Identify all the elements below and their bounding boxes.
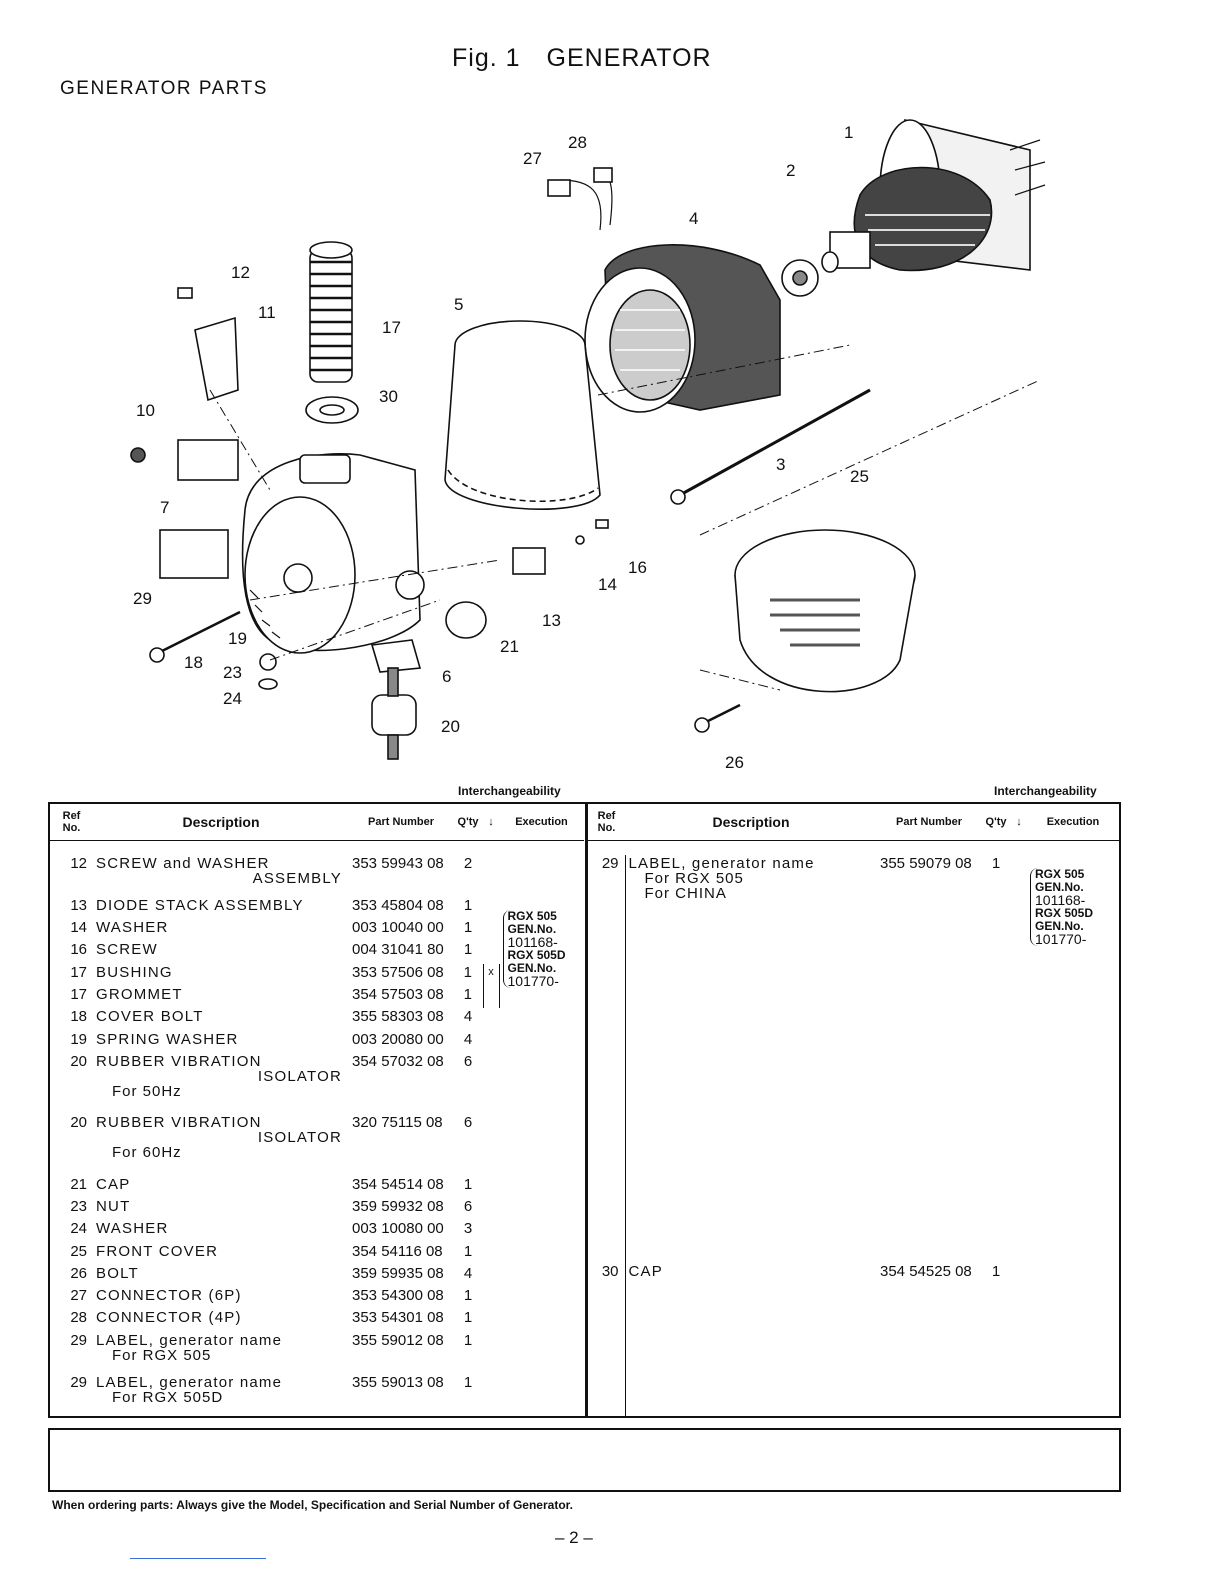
callout-20: 20 bbox=[441, 717, 460, 736]
callout-19: 19 bbox=[228, 629, 247, 648]
table-row: 14 WASHER 003 10040 00 1 bbox=[70, 919, 473, 937]
interchange-mark-header: ↓ bbox=[483, 803, 499, 841]
execution-header: Execution bbox=[1027, 803, 1120, 841]
table-row: 16 SCREW 004 31041 80 1 bbox=[70, 941, 473, 959]
page-number: – 2 – bbox=[555, 1528, 593, 1547]
figure-label: Fig. 1 bbox=[452, 44, 521, 72]
divider-line bbox=[130, 1558, 266, 1559]
callout-23: 23 bbox=[223, 663, 242, 682]
callout-12: 12 bbox=[231, 263, 250, 282]
exploded-view-diagram: 1 2 3 4 5 6 7 10 11 12 13 14 16 17 18 19… bbox=[130, 118, 1046, 772]
callout-25: 25 bbox=[850, 467, 869, 486]
execution-note-left: RGX 505 GEN.No. 101168- RGX 505D GEN.No.… bbox=[502, 909, 582, 988]
table-row: 23 NUT 359 59932 08 6 bbox=[70, 1198, 473, 1216]
ref-no-header: Ref No. bbox=[587, 803, 625, 841]
table-row: 18 COVER BOLT 355 58303 08 4 bbox=[70, 1008, 473, 1026]
ref-no-header: Ref No. bbox=[49, 803, 93, 841]
interchangeability-heading-left: Interchangeability bbox=[458, 784, 561, 798]
callout-3: 3 bbox=[776, 455, 785, 474]
table-row: 26 BOLT 359 59935 08 4 bbox=[70, 1264, 473, 1282]
table-row: 17 BUSHING 353 57506 08 1 x bbox=[49, 963, 586, 1009]
front-cover-drawing bbox=[734, 529, 916, 693]
callout-labels: 1 2 3 4 5 6 7 10 11 12 13 14 16 17 18 19… bbox=[133, 123, 869, 772]
stator-drawing bbox=[559, 169, 781, 413]
parts-table-left: Ref No. Description Part Number Q'ty ↓ E… bbox=[48, 802, 587, 1418]
execution-note-right: RGX 505 GEN.No. 101168- RGX 505D GEN.No.… bbox=[1030, 868, 1116, 946]
callout-26: 26 bbox=[725, 753, 744, 772]
qty-header: Q'ty bbox=[981, 803, 1011, 841]
callout-24: 24 bbox=[223, 689, 242, 708]
callout-30: 30 bbox=[379, 387, 398, 406]
callout-17: 17 bbox=[382, 318, 401, 337]
ordering-note: When ordering parts: Always give the Mod… bbox=[52, 1498, 573, 1512]
table-row: 24 WASHER 003 10080 00 3 bbox=[70, 1220, 473, 1238]
description-header: Description bbox=[625, 803, 877, 841]
rear-housing-drawing bbox=[241, 453, 425, 654]
interchangeability-heading-right: Interchangeability bbox=[994, 784, 1097, 798]
section-title: GENERATOR PARTS bbox=[60, 78, 268, 99]
callout-16: 16 bbox=[628, 558, 647, 577]
sleeve-drawing bbox=[444, 320, 601, 510]
callout-10: 10 bbox=[136, 401, 155, 420]
callout-5: 5 bbox=[454, 295, 463, 314]
table-row: 25 FRONT COVER 354 54116 08 1 bbox=[70, 1242, 473, 1260]
parts-table-right: Ref No. Description Part Number Q'ty ↓ E… bbox=[586, 802, 1121, 1418]
figure-name: GENERATOR bbox=[546, 44, 712, 72]
rotor-drawing bbox=[781, 118, 1046, 297]
execution-header: Execution bbox=[499, 803, 584, 841]
part-number-header: Part Number bbox=[877, 803, 981, 841]
table-row: 27 CONNECTOR (6P) 353 54300 08 1 bbox=[70, 1287, 473, 1305]
description-header: Description bbox=[93, 803, 349, 841]
callout-7: 7 bbox=[160, 498, 169, 517]
notes-box bbox=[48, 1428, 1121, 1492]
table-row: 28 CONNECTOR (4P) 353 54301 08 1 bbox=[70, 1309, 473, 1327]
interchange-mark-header: ↓ bbox=[1011, 803, 1027, 841]
callout-14: 14 bbox=[598, 575, 617, 594]
callout-27: 27 bbox=[523, 149, 542, 168]
part-number-header: Part Number bbox=[349, 803, 453, 841]
callout-29: 29 bbox=[133, 589, 152, 608]
callout-28: 28 bbox=[568, 133, 587, 152]
callout-1: 1 bbox=[844, 123, 853, 142]
bushing-drawing bbox=[309, 241, 353, 383]
callout-18: 18 bbox=[184, 653, 203, 672]
callout-11: 11 bbox=[258, 303, 276, 322]
figure-title: Fig. 1 GENERATOR bbox=[452, 44, 712, 73]
table-row: 30 CAP 354 54525 08 1 bbox=[587, 1263, 1120, 1411]
interchange-swap-mark: x bbox=[482, 963, 500, 1009]
qty-header: Q'ty bbox=[453, 803, 483, 841]
callout-4: 4 bbox=[689, 209, 698, 228]
table-row: 13 DIODE STACK ASSEMBLY 353 45804 08 1 R… bbox=[49, 897, 586, 988]
table-row: 17 GROMMET 354 57503 08 1 bbox=[70, 985, 472, 1003]
callout-13: 13 bbox=[542, 611, 561, 630]
callout-21: 21 bbox=[500, 637, 519, 656]
callout-6: 6 bbox=[442, 667, 451, 686]
callout-2: 2 bbox=[786, 161, 795, 180]
table-row: 21 CAP 354 54514 08 1 bbox=[70, 1175, 473, 1193]
table-row: 19 SPRING WASHER 003 20080 00 4 bbox=[70, 1030, 473, 1048]
